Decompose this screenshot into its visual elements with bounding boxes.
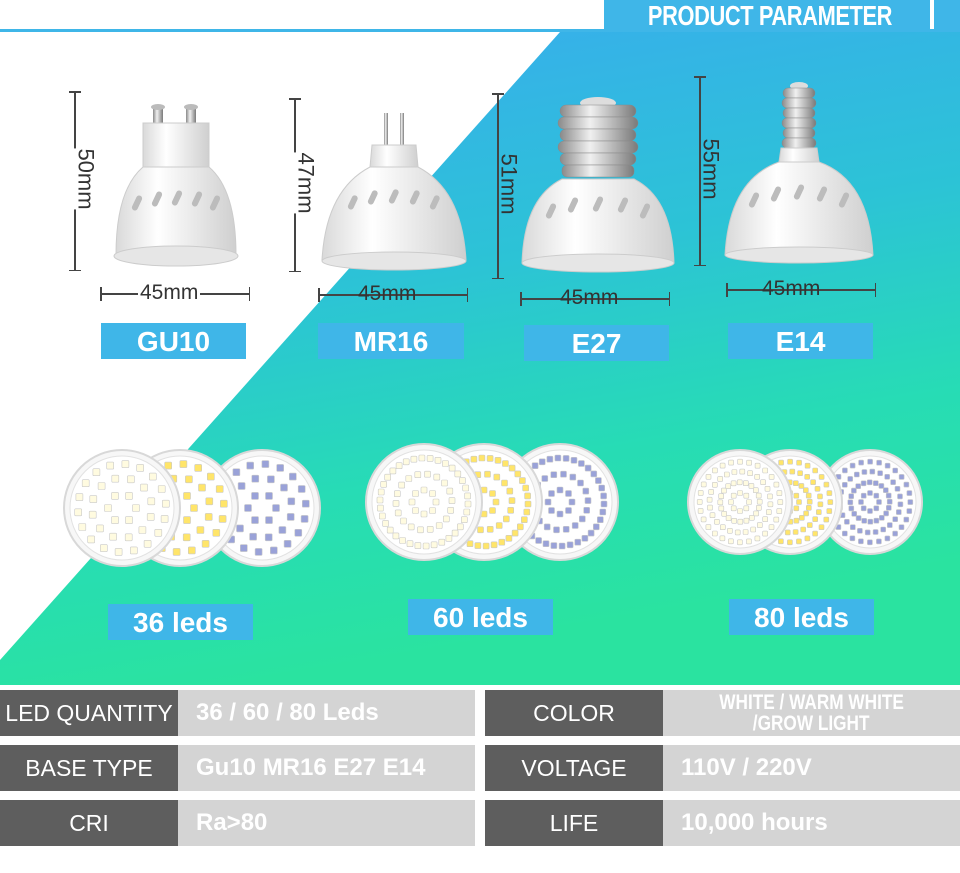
e27-height-label: 51mm: [496, 153, 522, 215]
mr16-tag: MR16: [318, 323, 464, 359]
80-leds-tag: 80 leds: [729, 599, 874, 635]
e27-width-label: 45mm: [560, 286, 619, 309]
e14-bulb-image: [724, 82, 874, 264]
mr16-bulb-image: [321, 113, 467, 271]
header-rule: [0, 29, 960, 32]
60-leds-tag: 60 leds: [408, 599, 553, 635]
e14-height-label: 55mm: [698, 138, 724, 200]
e27-width-dimension: 45mm: [520, 286, 670, 309]
e27-height-dimension: 51mm: [492, 93, 522, 279]
page-title: PRODUCT PARAMETER: [647, 0, 893, 31]
spec-label-cri: CRI: [0, 800, 178, 846]
gu10-width-dimension: 45mm: [100, 281, 250, 305]
gu10-height-dimension: 50mm: [69, 91, 99, 271]
spec-value-life: 10,000 hours: [663, 800, 960, 846]
gu10-tag: GU10: [101, 323, 246, 359]
spec-value-base-type: Gu10 MR16 E27 E14: [178, 745, 475, 791]
spec-value-color-line2: /GROW LIGHT: [753, 712, 870, 735]
mr16-height-label: 47mm: [292, 152, 319, 214]
led-disc-white-60: [365, 443, 483, 561]
gu10-width-label: 45mm: [138, 281, 201, 305]
header-banner: [604, 0, 930, 32]
mr16-height-dimension: 47mm: [289, 98, 319, 272]
spec-value-color: WHITE / WARM WHITE /GROW LIGHT: [663, 690, 960, 736]
e27-tag: E27: [524, 325, 669, 361]
spec-label-base-type: BASE TYPE: [0, 745, 178, 791]
spec-value-led-quantity: 36 / 60 / 80 Leds: [178, 690, 475, 736]
led-disc-groups: [63, 443, 923, 567]
header-tail: [934, 0, 960, 32]
spec-value-color-line1: WHITE / WARM WHITE: [719, 691, 904, 714]
spec-value-cri: Ra>80: [178, 800, 475, 846]
led-disc-grow-light-36: [203, 449, 321, 567]
gu10-bulb-image: [113, 104, 239, 267]
spec-label-color: COLOR: [485, 690, 663, 736]
mr16-width-dimension: 45mm: [318, 282, 468, 305]
led-disc-grow-light-80: [817, 449, 923, 555]
e14-width-label: 45mm: [762, 277, 821, 300]
e14-tag: E14: [728, 323, 873, 359]
spec-label-led-quantity: LED QUANTITY: [0, 690, 178, 736]
mr16-width-label: 45mm: [358, 282, 417, 305]
spec-label-voltage: VOLTAGE: [485, 745, 663, 791]
36-leds-tag: 36 leds: [108, 604, 253, 640]
e14-width-dimension: 45mm: [726, 277, 876, 300]
spec-label-life: LIFE: [485, 800, 663, 846]
spec-value-voltage: 110V / 220V: [663, 745, 960, 791]
e14-height-dimension: 55mm: [694, 76, 724, 266]
led-disc-white-80: [687, 449, 793, 555]
led-disc-white-36: [63, 449, 181, 567]
gu10-height-label: 50mm: [72, 148, 99, 210]
e27-bulb-image: [521, 97, 675, 273]
